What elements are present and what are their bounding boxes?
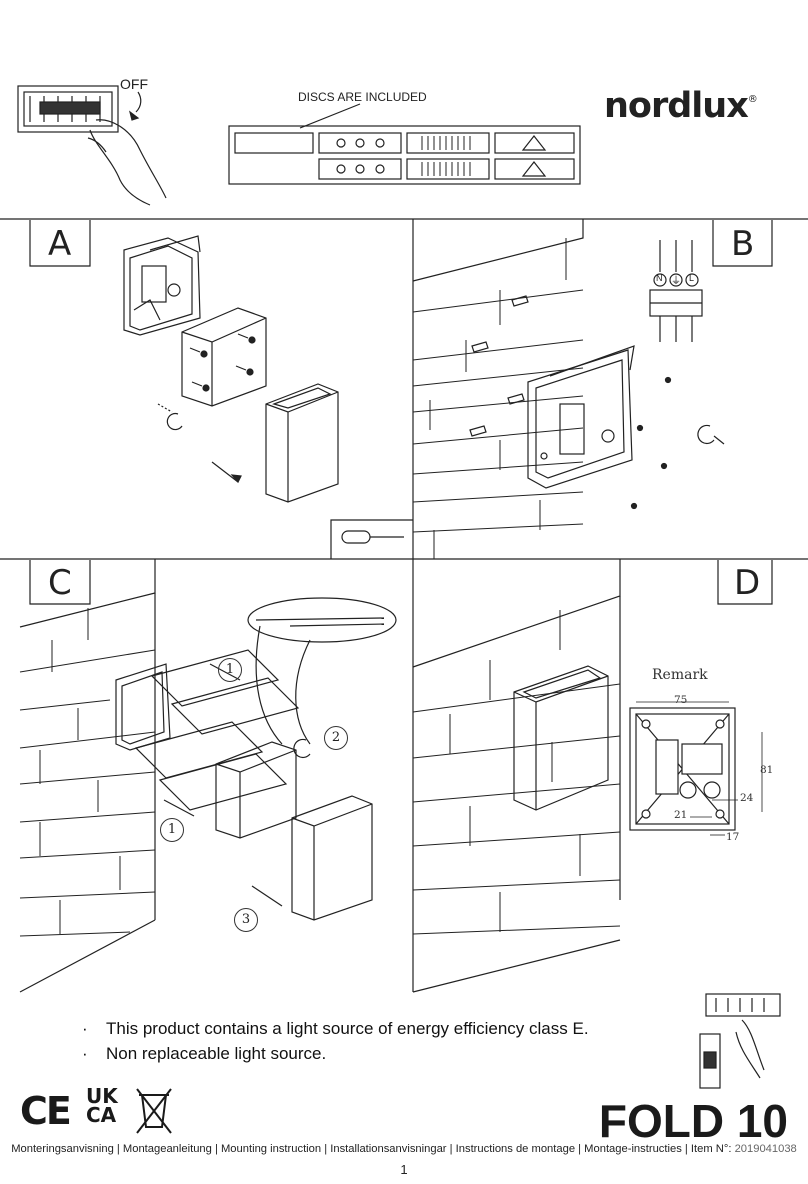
bullet-mark: ·: [82, 1019, 88, 1038]
step-1-top: 1: [218, 658, 242, 682]
dim-21: 21: [674, 809, 688, 821]
note-energy-class: · This product contains a light source of…: [82, 1019, 589, 1039]
section-a-drawing: [123, 235, 413, 559]
section-b-drawing: [412, 219, 725, 559]
off-label: OFF: [120, 76, 148, 92]
note-energy-text: This product contains a light source of …: [106, 1019, 589, 1038]
breaker-switch-icon: [17, 85, 119, 133]
page-number: 1: [400, 1162, 408, 1177]
step-1-bottom: 1: [160, 818, 184, 842]
brand-logo: nordlux®: [604, 86, 758, 126]
brand-name: nordlux: [604, 86, 749, 126]
section-label-a: A: [48, 224, 72, 264]
item-number: 2019041038: [734, 1143, 797, 1155]
footer-line: Monteringsanvisning | Montageanleitung |…: [0, 1143, 808, 1155]
note-light-source-text: Non replaceable light source.: [106, 1044, 327, 1063]
section-label-b: B: [731, 224, 755, 264]
step-2: 2: [324, 726, 348, 750]
note-light-source: · Non replaceable light source.: [82, 1044, 326, 1064]
product-title: FOLD 10: [598, 1095, 788, 1147]
brand-mark: ®: [747, 94, 758, 105]
screwdriver-icon: [341, 530, 404, 544]
wire-terminal-icon: [649, 240, 703, 342]
discs-included-label: DISCS ARE INCLUDED: [298, 90, 427, 104]
hand-icon: [87, 91, 167, 206]
section-d-drawing: [412, 559, 763, 993]
wire-label-earth: ⏚: [671, 276, 681, 287]
weee-bin-icon: [136, 1088, 172, 1134]
section-label-d: D: [734, 563, 761, 603]
step-3: 3: [234, 908, 258, 932]
bullet-mark: ·: [82, 1044, 88, 1063]
wire-label-live: L: [689, 273, 695, 283]
wire-label-neutral: N: [656, 273, 663, 283]
section-c-drawing: [19, 559, 397, 993]
dim-17: 17: [726, 831, 740, 843]
section-label-c: C: [48, 563, 72, 603]
remark-title: Remark: [652, 667, 708, 683]
discs-panel: [228, 103, 581, 185]
dim-24: 24: [740, 792, 754, 804]
breaker-hand-pictogram: [699, 993, 781, 1089]
footer-text: Monteringsanvisning | Montageanleitung |…: [11, 1143, 735, 1155]
dim-height: 81: [760, 764, 774, 776]
ce-mark-icon: CE: [20, 1089, 72, 1133]
dim-width: 75: [674, 694, 688, 706]
